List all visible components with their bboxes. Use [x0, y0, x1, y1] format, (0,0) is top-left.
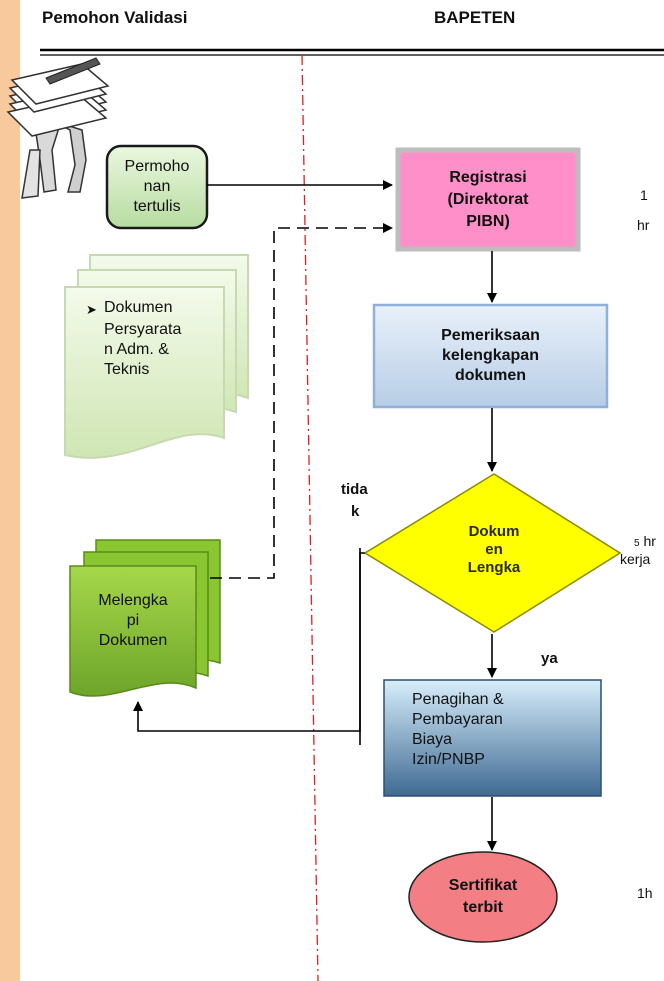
penagihan-box: [383, 679, 602, 797]
melengkapi-line-1: Melengka: [98, 592, 168, 609]
duration-1h: 1h: [637, 885, 653, 901]
sidebar-strip: [0, 0, 20, 981]
decision-line-1: Dokum: [468, 523, 520, 540]
arrow-melengkapi-to-registrasi: [210, 223, 393, 579]
sertifikat-ellipse: [408, 851, 558, 943]
duration-1-value: 1: [640, 187, 648, 203]
permohonan-box: [105, 144, 209, 230]
registrasi-line-3: PIBN): [466, 212, 510, 230]
pemeriksaan-label: Pemeriksaan kelengkapan dokumen: [374, 305, 607, 407]
sertifikat-line-2: terbit: [463, 899, 503, 916]
dokumen-line-2: Persyarata: [104, 321, 182, 338]
pemeriksaan-line-2: kelengkapan: [442, 347, 539, 364]
label-tidak-line-1: tida: [341, 481, 368, 498]
penagihan-line-1: Penagihan &: [412, 691, 504, 708]
duration-5-unit: hr: [643, 533, 656, 549]
lane-title-left: Pemohon Validasi: [42, 8, 188, 27]
penagihan-line-2: Pembayaran: [412, 711, 503, 728]
dokumen-line-3: n Adm. &: [104, 341, 169, 358]
permohonan-line-2: nan: [143, 178, 171, 195]
melengkapi-stack: [69, 539, 221, 697]
pemeriksaan-box: [372, 303, 609, 409]
melengkapi-line-2: pi: [126, 612, 140, 629]
decision-line-3: Lengka: [467, 559, 521, 576]
pemeriksaan-line-3: dokumen: [454, 367, 527, 384]
permohonan-line-3: tertulis: [133, 198, 181, 215]
lane-title-right: BAPETEN: [434, 8, 516, 27]
dokumen-line-4: Teknis: [104, 361, 150, 378]
dokumen-bullet-row: ➤ Dokumen: [86, 298, 226, 320]
registrasi-line-2: (Direktorat: [447, 190, 529, 208]
duration-1-unit: hr: [637, 217, 650, 233]
duration-5-value: 5: [634, 538, 640, 549]
decision-line-2: en: [485, 541, 503, 558]
lane-divider: [301, 54, 319, 981]
permohonan-label: Permoho nan tertulis: [107, 146, 207, 228]
sertifikat-line-1: Sertifikat: [448, 877, 518, 894]
dokumen-line-1: Dokumen: [104, 299, 173, 316]
pemeriksaan-line-1: Pemeriksaan: [441, 327, 540, 344]
label-ya: ya: [541, 650, 558, 667]
permohonan-line-1: Permoho: [124, 158, 190, 175]
melengkapi-label: Melengka pi Dokumen: [72, 566, 194, 676]
dokumen-label: ➤ Dokumen Persyarata n Adm. & Teknis: [86, 298, 226, 380]
registrasi-label: Registrasi (Direktorat PIBN): [398, 152, 578, 247]
duration-5-line: 5 hr: [634, 533, 656, 549]
penagihan-label: Penagihan & Pembayaran Biaya Izin/PNBP: [412, 690, 597, 770]
registrasi-box: [395, 147, 581, 252]
decision-diamond: [363, 473, 622, 633]
melengkapi-line-3: Dokumen: [98, 632, 168, 649]
penagihan-line-4: Izin/PNBP: [412, 751, 485, 768]
label-tidak-line-2: k: [351, 503, 360, 520]
registrasi-line-1: Registrasi: [449, 168, 527, 186]
duration-5-kerja: kerja: [620, 551, 651, 567]
dokumen-stack: [64, 254, 249, 459]
penagihan-line-3: Biaya: [412, 731, 453, 748]
sertifikat-label: Sertifikat terbit: [409, 852, 557, 942]
bullet-arrow-icon: ➤: [86, 302, 97, 317]
decision-label: Dokum en Lengka: [440, 523, 548, 579]
paper-stack-icon: [6, 57, 110, 199]
